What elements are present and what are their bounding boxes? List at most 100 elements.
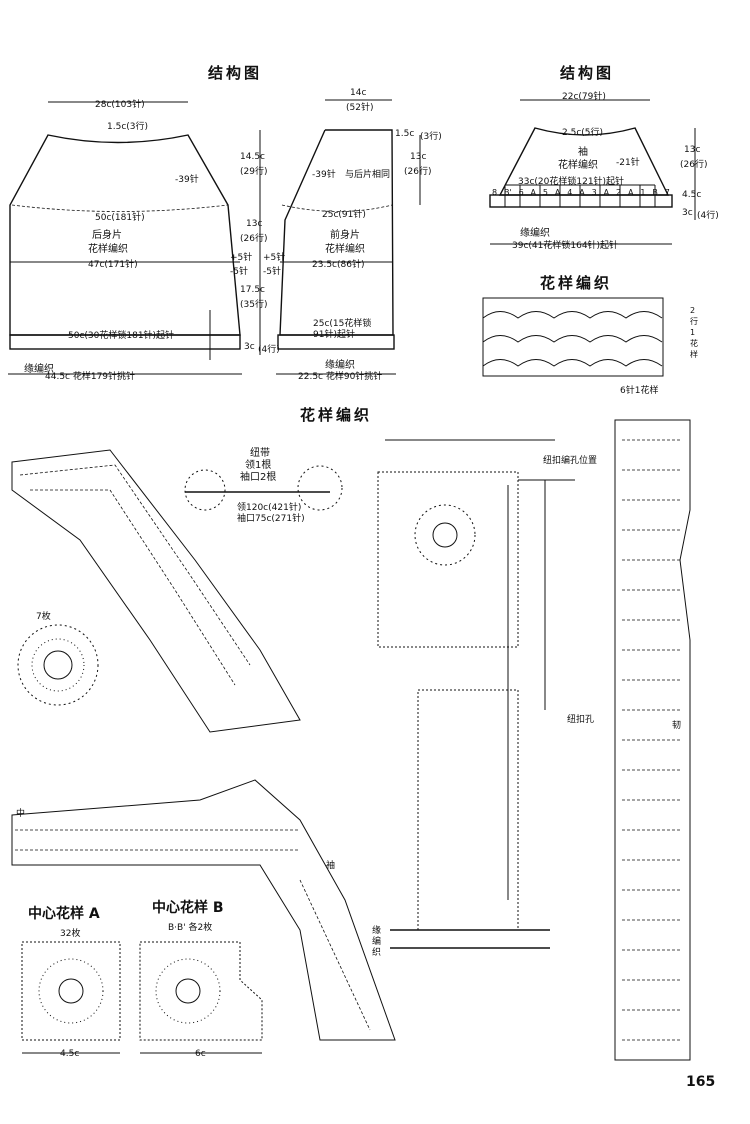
center-marker-label: 中 <box>16 809 26 819</box>
motif-b-size: 6c <box>195 1049 206 1059</box>
inc-right: +5针 <box>263 253 286 263</box>
dec-right: -5针 <box>263 267 281 277</box>
flower-count: 7枚 <box>36 612 51 622</box>
strip-cell: 5 <box>542 188 549 197</box>
tie-cuff: 袖口2根 <box>240 472 277 483</box>
neck-rows: (3行) <box>420 132 442 142</box>
flower-motif <box>17 624 99 706</box>
back-hem-pattern: 50c(30花样锁181针)起针 <box>68 331 175 341</box>
sleeve-dec: -21针 <box>616 158 640 168</box>
sleeve-height: 13c <box>684 145 701 155</box>
sleeve-hem-pick: 39c(41花样锁164针)起针 <box>512 241 619 251</box>
buttonhole-label: 纽扣孔 <box>567 715 595 725</box>
strip-cell: A <box>603 188 610 197</box>
sleeve-border: 缘编织 <box>520 228 550 239</box>
strip-cell: 7 <box>664 188 670 197</box>
strip-cell: B' <box>503 188 512 197</box>
motif-a-title: 中心花样 A <box>28 906 100 922</box>
sleeve-cap: 2.5c(5行) <box>562 128 604 138</box>
strip-cell: 6 <box>518 188 524 197</box>
sleeve-border-h: 4.5c <box>682 190 702 200</box>
tie-collar-len: 领120c(421针) <box>237 503 302 513</box>
back-border: 缘编织 <box>24 364 54 375</box>
motif-b-title: 中心花样 B <box>152 900 224 916</box>
neck-height: 1.5c <box>395 129 415 139</box>
motif-b-count: B·B' 各2枚 <box>168 923 213 933</box>
collar-chart <box>11 449 301 733</box>
front-waist: 23.5c(86针) <box>312 260 365 270</box>
waist-upper-rows: (26行) <box>240 234 268 244</box>
tie-cord <box>184 465 343 511</box>
lower-height: 17.5c <box>240 285 265 295</box>
swatch-title: 花样编织 <box>540 274 613 292</box>
strip-cell: 4 <box>567 188 573 197</box>
motif-b-drawing <box>139 941 263 1054</box>
back-armhole-dec: -39针 <box>175 175 199 185</box>
sleeve-outline <box>489 99 696 245</box>
shoulder-height: 13c <box>410 152 427 162</box>
swatch-row-label: 2 <box>690 306 696 315</box>
border-height: 3c <box>244 342 255 352</box>
strip-cell: A <box>554 188 561 197</box>
strip-cell: B <box>652 188 658 197</box>
shoulder-rows: (26行) <box>404 167 432 177</box>
strip-cell: 2 <box>616 188 622 197</box>
strip-cell: 8 <box>492 188 498 197</box>
tie-cuff-len: 袖口75c(271针) <box>237 514 305 524</box>
motif-a-drawing <box>21 941 121 1054</box>
inc-left: +5针 <box>230 253 253 263</box>
page-number: 165 <box>686 1074 716 1090</box>
swatch-repeat: 6针1花样 <box>620 386 659 396</box>
stitch-swatch <box>482 297 664 377</box>
main-chart-title: 花样编织 <box>300 406 373 424</box>
back-piece-outline <box>8 101 242 375</box>
front-shoulder: 14c <box>350 88 367 98</box>
swatch-row-label: 1 <box>690 328 696 337</box>
strip-cell: 3 <box>591 188 597 197</box>
front-hem-pattern-1: 25c(15花样锁 <box>313 319 372 329</box>
front-piece-name: 前身片 <box>330 230 360 241</box>
swatch-row-label: 行 <box>690 317 698 326</box>
right-column-label: 韧 <box>672 721 682 731</box>
back-piece-name: 后身片 <box>92 230 122 241</box>
front-pattern: 花样编织 <box>325 244 365 255</box>
sleeve-pattern: 花样编织 <box>558 160 598 171</box>
motif-a-size: 4.5c <box>60 1049 80 1059</box>
front-same-as-back: 与后片相同 <box>345 170 391 180</box>
button-position-label: 纽扣编孔位置 <box>543 456 598 466</box>
border-chart-label: 缘编织 <box>372 926 382 958</box>
front-border: 缘编织 <box>325 360 355 371</box>
strip-cell: 1 <box>640 188 646 197</box>
border-rows: (4行) <box>258 345 280 355</box>
dec-left: -5针 <box>230 267 248 277</box>
strip-cell: A <box>627 188 634 197</box>
front-chest: 25c(91针) <box>322 210 366 220</box>
back-hem-pick: 44.5c 花样179针挑针 <box>45 372 136 382</box>
height-dimension-lines <box>209 130 421 360</box>
body-structure-title: 结构图 <box>208 64 263 82</box>
lower-rows: (35行) <box>240 300 268 310</box>
tie-collar: 领1根 <box>245 460 272 471</box>
back-chest: 50c(181针) <box>95 213 145 223</box>
sleeve-chart <box>11 779 396 1041</box>
front-shoulder-sts: (52针) <box>346 103 374 113</box>
front-piece-outline <box>276 99 396 375</box>
back-pattern: 花样编织 <box>88 244 128 255</box>
back-neck: 1.5c(3行) <box>107 122 149 132</box>
swatch-row-label: 样 <box>690 350 698 359</box>
armhole-height: 14.5c <box>240 152 265 162</box>
sleeve-top-width: 22c(79针) <box>562 92 606 102</box>
front-hem-pick: 22.5c 花样90针挑针 <box>298 372 383 382</box>
sleeve-border-h2: 3c <box>682 208 693 218</box>
back-waist: 47c(171针) <box>88 260 138 270</box>
tie-name: 纽带 <box>250 448 270 459</box>
armhole-rows: (29行) <box>240 167 268 177</box>
back-top-width: 28c(103针) <box>95 100 145 110</box>
sleeve-name: 袖 <box>578 147 588 158</box>
strip-cell: A <box>530 188 537 197</box>
swatch-row-label: 花 <box>690 339 698 348</box>
sleeve-height-rows: (26行) <box>680 160 708 170</box>
strip-cell: A <box>579 188 585 197</box>
sleeve-structure-title: 结构图 <box>560 64 615 82</box>
